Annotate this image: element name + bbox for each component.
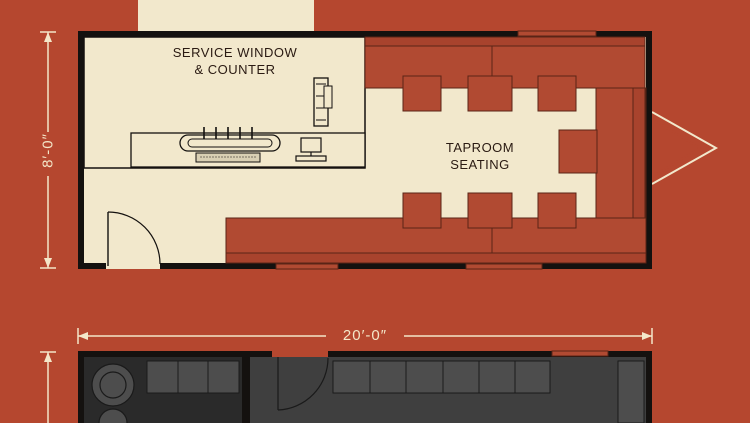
tap-handles-icon (179, 127, 281, 152)
service-window-opening (138, 0, 314, 32)
height-dimension-label: 8′-0″ (39, 133, 57, 168)
service-zone-outline (83, 36, 366, 169)
lower-door-swing-icon (277, 357, 329, 411)
length-dimension-label: 20′-0″ (342, 327, 388, 344)
keg-icon (91, 363, 135, 423)
drip-tray-icon (195, 152, 261, 163)
lower-height-dimension (40, 351, 56, 423)
cooler-units (146, 360, 645, 423)
pos-monitor-icon (295, 137, 327, 162)
taproom-tables (402, 75, 598, 229)
door-swing-icon (106, 211, 161, 269)
trailer-hitch-icon (651, 111, 719, 185)
taproom-seating-label: TAPROOM SEATING (445, 140, 515, 172)
service-window-label: SERVICE WINDOW & COUNTER (172, 45, 298, 77)
